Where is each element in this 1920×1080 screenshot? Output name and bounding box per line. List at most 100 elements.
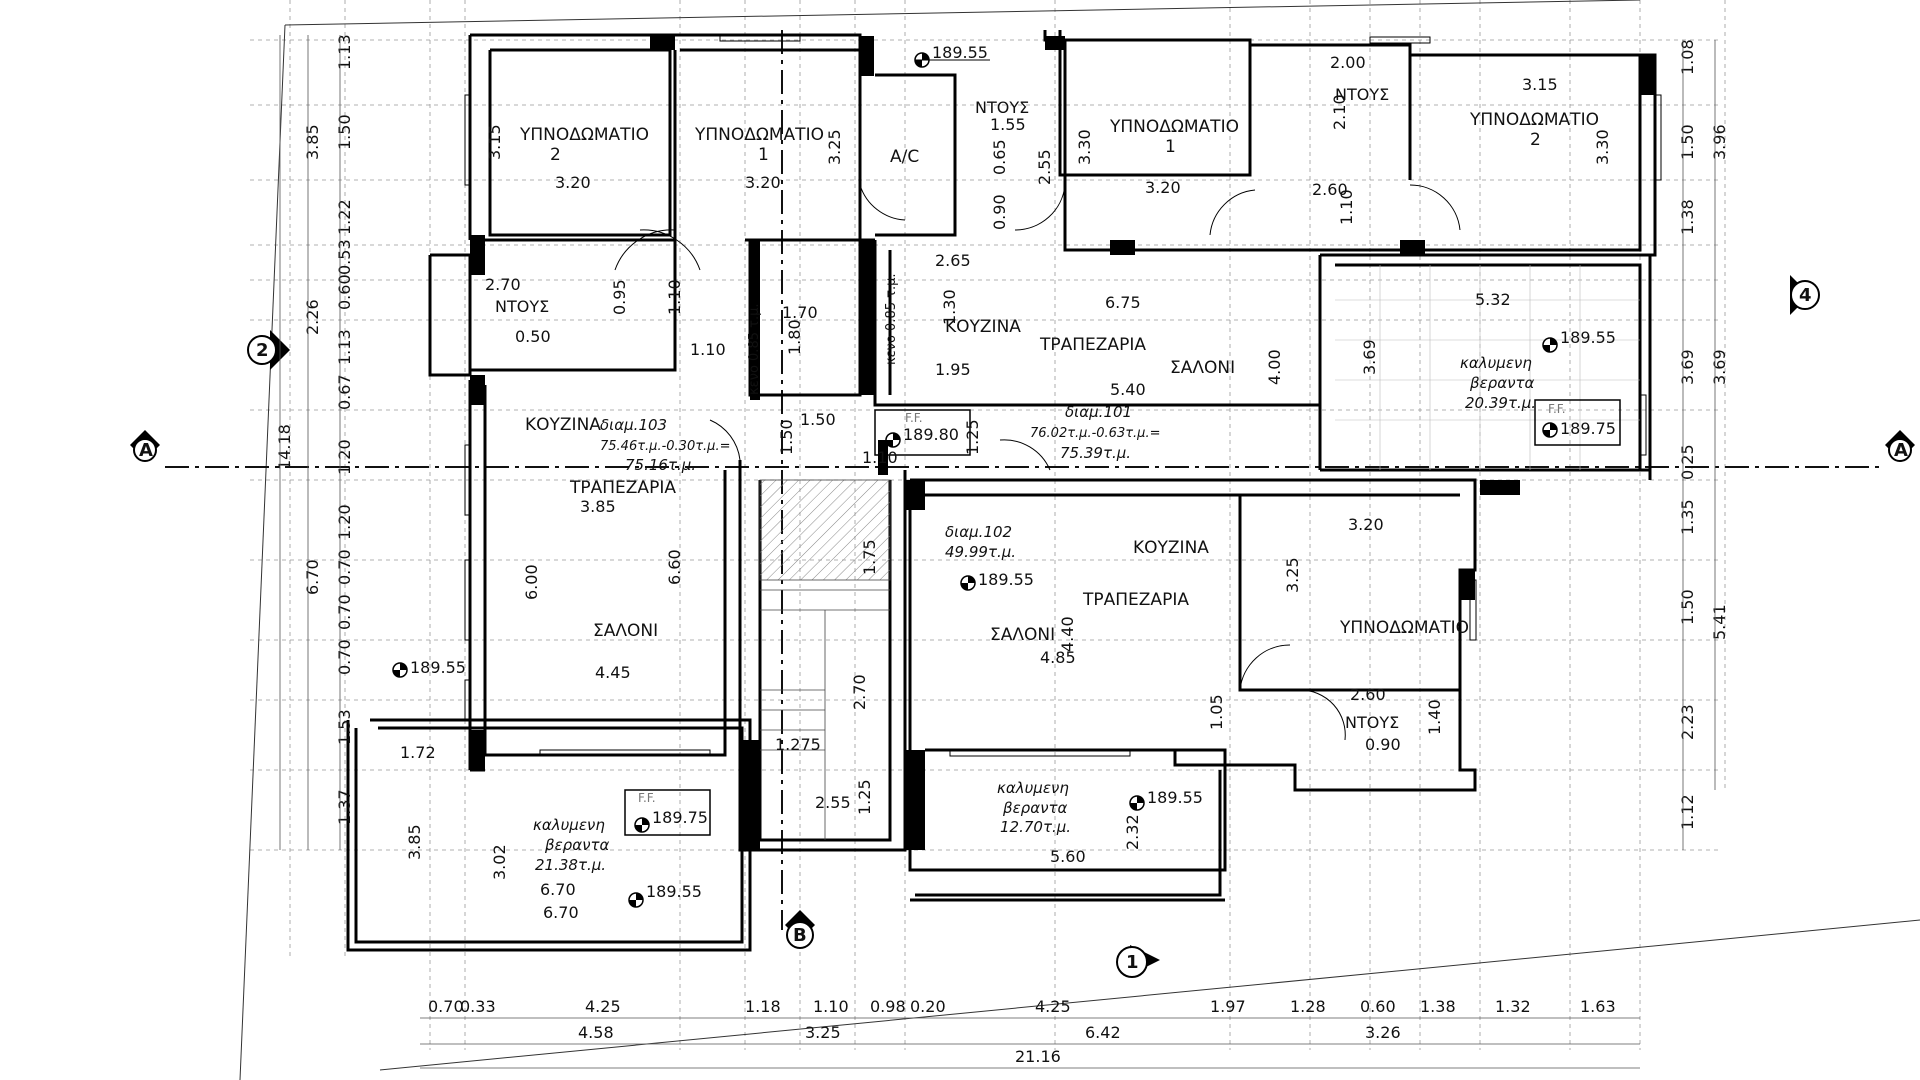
kt-a: 2.65	[935, 251, 971, 270]
veranda-left-l2: βεραντα	[544, 836, 609, 854]
bottom-dim-11: 1.38	[1420, 997, 1456, 1016]
shower-right-width: 2.00	[1330, 53, 1366, 72]
stair-b: 1.80	[785, 319, 804, 355]
left-dim-9: 0.70	[335, 549, 354, 585]
bottom-dim-4: 1.10	[813, 997, 849, 1016]
bedroom-1-left-label: ΥΠΝΟΔΩΜΑΤΙΟ	[694, 125, 824, 145]
stair-g: 2.70	[850, 674, 869, 710]
dining-mid-label: ΤΡΑΠΕΖΑΡΙΑ	[1082, 590, 1189, 610]
stair	[759, 479, 891, 840]
axis-a-left: A	[130, 430, 160, 462]
left-dim-5: 1.13	[335, 329, 354, 365]
shower-mid-width: 1.55	[990, 115, 1026, 134]
site-boundary	[239, 0, 1920, 1080]
axis-2: 2	[247, 330, 290, 370]
bottom-dim-5: 0.98	[870, 997, 906, 1016]
stair-a: 1.70	[782, 303, 818, 322]
bedroom-1-right-num: 1	[1165, 137, 1176, 157]
ff-left: F.F.	[638, 791, 656, 805]
veranda-mid-l3: 12.70τ.μ.	[1000, 818, 1071, 836]
shower-low-b: 1.40	[1425, 699, 1444, 735]
bedroom-1-right-height: 3.30	[1075, 129, 1094, 165]
left-outer-0: 3.85	[303, 124, 322, 160]
lv-width: 5.40	[1110, 380, 1146, 399]
shower-right-c: 1.10	[1337, 189, 1356, 225]
axis-a-right: A	[1885, 430, 1915, 462]
left-dim-1: 1.50	[335, 114, 354, 150]
elevation-marker-veranda-right: 189.55	[1542, 328, 1616, 353]
right-dim-7: 2.23	[1678, 704, 1697, 740]
veranda-left-l3: 21.38τ.μ.	[535, 856, 606, 874]
lf-din: 3.85	[580, 497, 616, 516]
bottom-dim2-0: 4.58	[578, 1023, 614, 1042]
kt-b: 1.30	[940, 289, 959, 325]
svg-text:A: A	[1894, 440, 1908, 461]
veranda-left-l1: καλυμενη	[533, 816, 605, 834]
left-dim-8: 1.20	[335, 504, 354, 540]
living-left-label: ΣΑΛΟΝΙ	[593, 621, 658, 641]
elevation-marker-veranda-left: 189.55	[628, 882, 702, 908]
right-dim-3: 3.69	[1678, 349, 1697, 385]
kitchen-mid-label: ΚΟΥΖΙΝΑ	[1133, 538, 1209, 558]
apt-101-area: 76.02τ.μ.-0.63τ.μ.=	[1030, 426, 1160, 441]
veranda-left-e: 6.70	[543, 903, 579, 922]
shower-left-width: 2.70	[485, 275, 521, 294]
shower-mid-b: 0.90	[990, 194, 1009, 230]
dimension-lines	[279, 35, 1716, 1069]
doors	[614, 184, 1461, 741]
apt-101-net: 75.39τ.μ.	[1060, 444, 1131, 462]
right-outer-2: 5.41	[1710, 604, 1729, 640]
bottom-total: 21.16	[1015, 1047, 1061, 1066]
shower-low-label: ΝΤΟΥΣ	[1345, 713, 1399, 732]
dining-top-label: ΤΡΑΠΕΖΑΡΙΑ	[1039, 335, 1146, 355]
apt-102-title: διαμ.102	[945, 523, 1012, 541]
right-dim-2: 1.38	[1678, 199, 1697, 235]
columns	[470, 36, 1655, 850]
left-dim-13: 1.37	[335, 789, 354, 825]
elevation-marker-left: 189.55	[392, 658, 466, 678]
shower-right-label: ΝΤΟΥΣ	[1335, 85, 1389, 104]
lv-height: 4.00	[1265, 349, 1284, 385]
veranda-right-height: 3.69	[1360, 339, 1379, 375]
shower-left-b: 0.95	[610, 279, 629, 315]
stair-f: 1.25	[963, 419, 982, 455]
veranda-right-l2: βεραντα	[1469, 374, 1534, 392]
bedroom-2-left-width: 3.20	[555, 173, 591, 192]
left-outer-2: 6.70	[303, 559, 322, 595]
svg-text:B: B	[793, 925, 807, 946]
right-outer-1: 3.69	[1710, 349, 1729, 385]
right-dim-1: 1.50	[1678, 124, 1697, 160]
bedroom-low-label: ΥΠΝΟΔΩΜΑΤΙΟ	[1339, 618, 1469, 638]
lf-b: 1.10	[665, 279, 684, 315]
bottom-dim2-2: 6.42	[1085, 1023, 1121, 1042]
left-dim-7: 1.20	[335, 439, 354, 475]
veranda-left-d: 6.70	[540, 880, 576, 899]
svg-text:1: 1	[1126, 952, 1139, 973]
right-dim-5: 1.35	[1678, 499, 1697, 535]
veranda-left-a: 1.72	[400, 743, 436, 762]
ff-mid: F.F.	[905, 411, 923, 425]
left-dim-0: 1.13	[335, 34, 354, 70]
bedroom-1-left-num: 1	[758, 145, 769, 165]
bottom-dim-10: 0.60	[1360, 997, 1396, 1016]
bottom-dim-1: 0.33	[460, 997, 496, 1016]
bottom-dim-7: 4.25	[1035, 997, 1071, 1016]
bedroom-2-left-label: ΥΠΝΟΔΩΜΑΤΙΟ	[519, 125, 649, 145]
right-dim-4: 0.25	[1678, 444, 1697, 480]
elevation-5: 189.55	[978, 570, 1034, 589]
stair-c: 1.50	[800, 410, 836, 429]
svg-text:A: A	[139, 440, 153, 461]
bedroom-low-width: 3.20	[1348, 515, 1384, 534]
ff-boxes	[624, 399, 1621, 836]
bottom-dim-12: 1.32	[1495, 997, 1531, 1016]
living-top-label: ΣΑΛΟΝΙ	[1170, 358, 1235, 378]
left-dim-10: 0.70	[335, 594, 354, 630]
stair-j: 1.25	[855, 779, 874, 815]
shower-right-b: 2.60	[1312, 180, 1348, 199]
bedroom-1-right-width: 3.20	[1145, 178, 1181, 197]
lf-height: 6.00	[522, 564, 541, 600]
elevation-2: 189.55	[410, 658, 466, 677]
veranda-left-c: 3.02	[490, 844, 509, 880]
kitchen-left-label: ΚΟΥΖΙΝΑ	[525, 415, 601, 435]
